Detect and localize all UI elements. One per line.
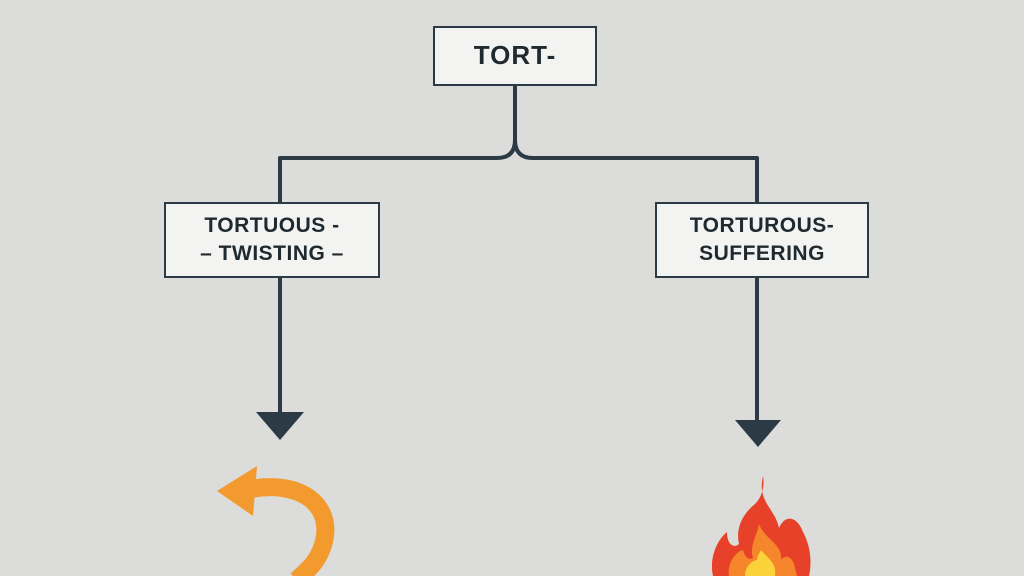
right-node-torturous: TORTUROUS- SUFFERING bbox=[655, 202, 869, 278]
right-node-line1: TORTUROUS- bbox=[689, 213, 835, 237]
left-node-line2: – TWISTING – bbox=[200, 242, 344, 265]
arrowhead-right bbox=[735, 420, 781, 447]
curved-arrow-icon bbox=[217, 466, 335, 576]
left-node-tortuous: TORTUOUS - – TWISTING – bbox=[164, 202, 380, 278]
right-node-line2: SUFFERING bbox=[699, 242, 825, 265]
root-label: TORT- bbox=[473, 40, 557, 71]
root-node: TORT- bbox=[433, 26, 597, 86]
flame-icon bbox=[711, 476, 811, 576]
connector-right-branch bbox=[513, 139, 759, 202]
left-node-line1: TORTUOUS - bbox=[204, 213, 340, 237]
connector-trunk bbox=[278, 86, 517, 202]
arrowhead-left bbox=[256, 412, 304, 440]
